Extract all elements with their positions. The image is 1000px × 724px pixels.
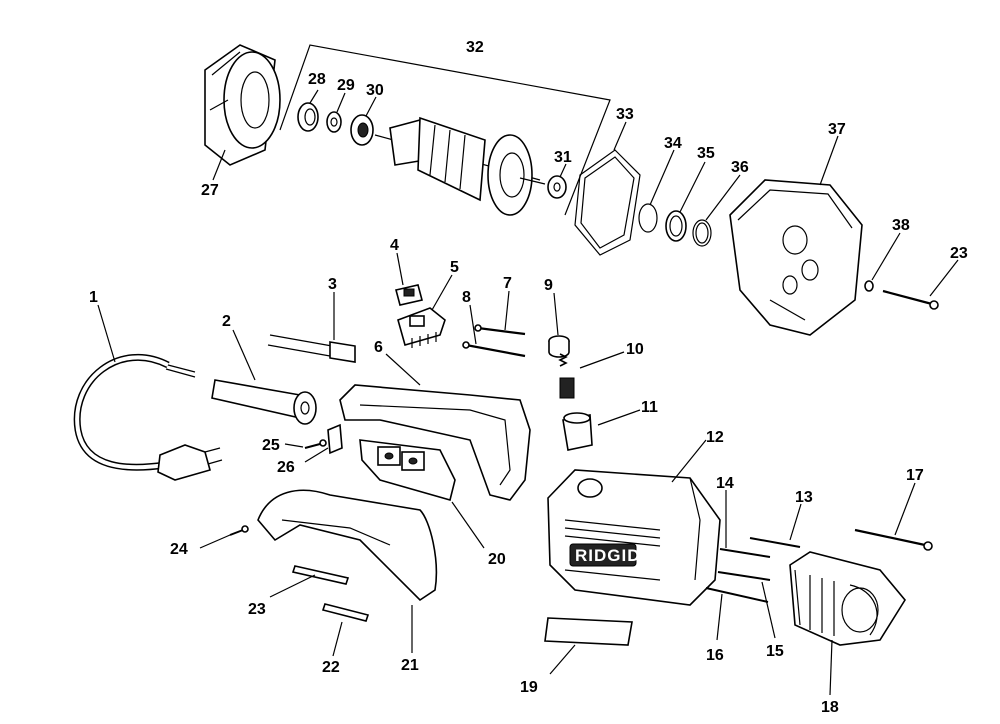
part-21-handle [257,489,438,602]
callout-8: 8 [462,289,471,306]
callout-29: 29 [337,77,355,94]
part-31-bearing [547,175,567,199]
callout-16: 16 [706,647,724,664]
part-2-strain-relief [211,379,317,425]
callout-30: 30 [366,82,384,99]
callout-26: 26 [277,459,295,476]
part-8-brush-lead [462,341,526,358]
part-3-capacitor [267,334,356,363]
callout-21: 21 [401,657,419,674]
part-33-gasket [574,149,641,256]
callout-23-lower: 23 [248,601,266,618]
callout-37: 37 [828,121,846,138]
part-19-label [544,617,633,646]
callout-23-upper: 23 [950,245,968,262]
part-34-retaining-ring [638,203,658,233]
callout-24: 24 [170,541,188,558]
leader-lines [97,89,959,696]
callout-15: 15 [766,643,784,660]
callout-12: 12 [706,429,724,446]
part-38-washer [864,280,874,292]
part-25-screw [304,439,327,449]
part-9-brush-cap [548,335,570,358]
part-36-ring [692,219,712,247]
callout-labels: 1 2 3 4 5 6 7 8 9 10 11 12 13 14 15 16 1… [89,39,968,716]
callout-1: 1 [89,289,98,306]
part-5-switch [397,307,446,348]
callout-20: 20 [488,551,506,568]
part-23-screw-top [882,289,939,310]
part-20-switch-assembly [359,439,456,501]
callout-4: 4 [390,237,399,254]
callout-34: 34 [664,135,682,152]
callout-7: 7 [503,275,512,292]
part-14-lead [719,548,771,558]
callout-32: 32 [466,39,484,56]
callout-14: 14 [716,475,734,492]
callout-36: 36 [731,159,749,176]
callout-5: 5 [450,259,459,276]
part-13-lead [749,537,801,548]
callout-11: 11 [641,399,658,416]
part-7-brush-lead [474,324,526,336]
callout-38: 38 [892,217,910,234]
part-12-motor-housing: RIDGID [547,469,721,606]
callout-33: 33 [616,106,634,123]
callout-2: 2 [222,313,231,330]
part-30-bearing [350,114,374,146]
part-15-lead [717,571,771,581]
callout-3: 3 [328,276,337,293]
part-28-bearing [297,102,319,132]
callout-35: 35 [697,145,715,162]
part-6-handle-housing [339,384,531,501]
part-17-screw [854,528,933,551]
part-11-brush-holder [562,412,593,451]
part-35-ring [665,210,687,242]
part-37-gear-housing [729,179,863,336]
part-1-power-cord [73,353,223,481]
callout-19: 19 [520,679,538,696]
callout-17: 17 [906,467,924,484]
callout-25: 25 [262,437,280,454]
part-29-washer [326,111,342,133]
part-23-pin [291,565,350,585]
callout-6: 6 [374,339,383,356]
callout-10: 10 [626,341,644,358]
callout-28: 28 [308,71,326,88]
part-16-lead [705,587,769,603]
callout-31: 31 [554,149,572,166]
part-26-clamp [327,423,343,455]
callout-13: 13 [795,489,813,506]
part-10-carbon-brush [558,353,575,399]
part-24-screw [229,525,249,536]
part-18-field-assembly [789,551,906,646]
part-4-switch-cover [395,284,423,306]
callout-18: 18 [821,699,839,716]
armature-group-bracket [279,44,611,216]
callout-9: 9 [544,277,553,294]
callout-27: 27 [201,182,219,199]
callout-22: 22 [322,659,340,676]
part-27-end-cap [204,44,281,166]
brand-logo: RIDGID [575,546,641,565]
armature [374,116,546,216]
part-22-pin [321,603,370,622]
